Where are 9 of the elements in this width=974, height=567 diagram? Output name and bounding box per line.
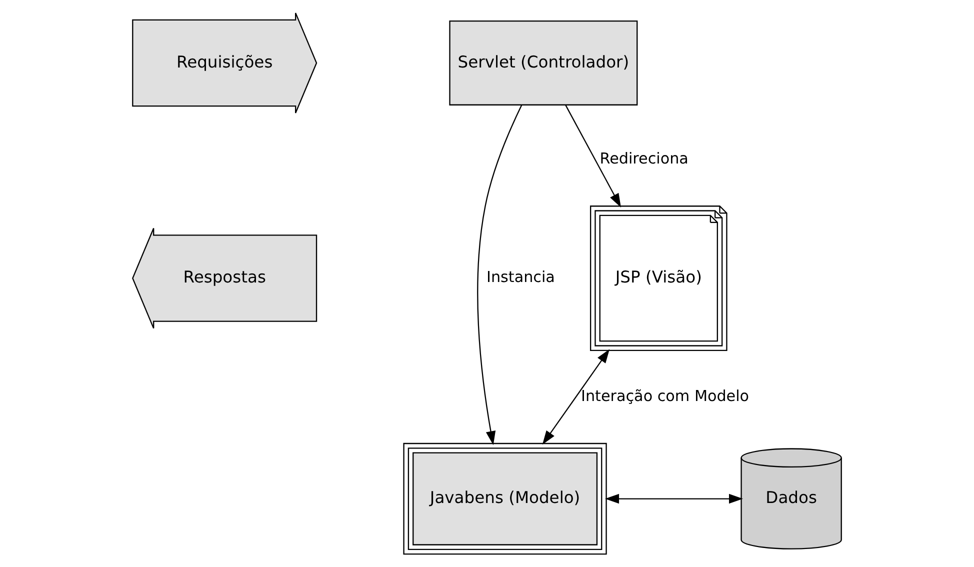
edge-label: Redireciona [600,150,688,168]
node-box: Servlet (Controlador) [449,20,638,106]
edge-label: Interação com Modelo [581,386,750,405]
edge-label: Instancia [486,268,555,286]
arrow [565,104,621,208]
arrow [605,494,743,504]
node-box: Javabens (Modelo) [403,442,607,555]
arrow [542,349,610,445]
arrow [477,104,522,446]
